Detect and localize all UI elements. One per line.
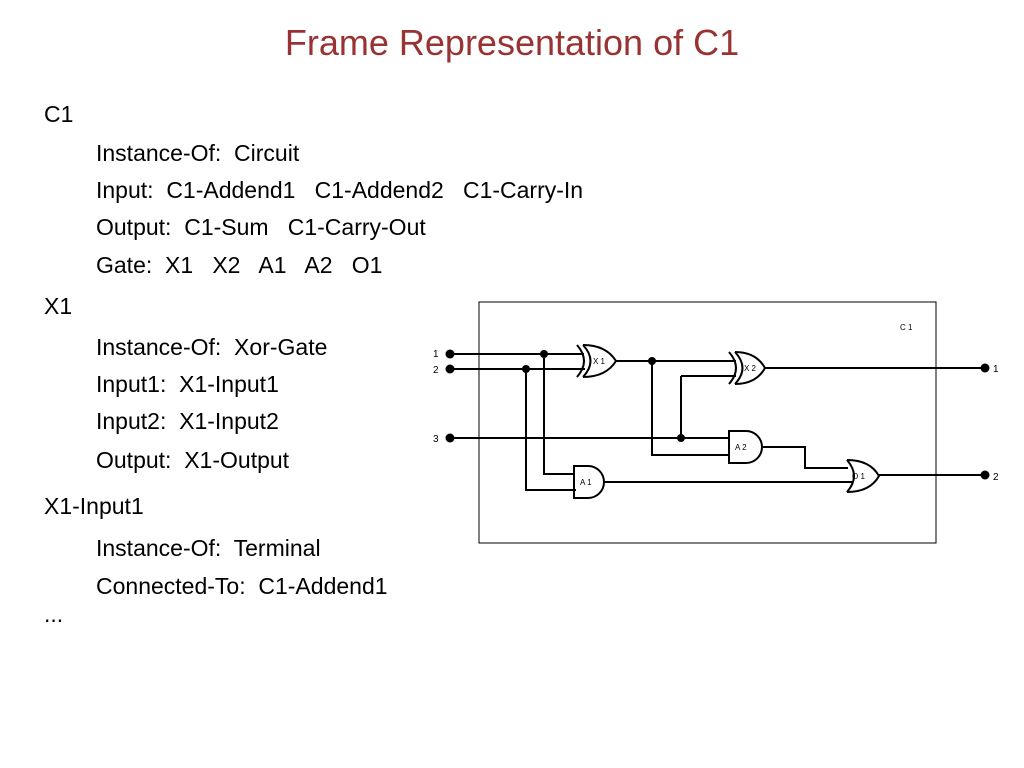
frame-x1-slot-input2: Input2: X1-Input2 [96, 408, 279, 434]
output-terminal-2 [980, 470, 990, 480]
frame-x1-slot-instance-of: Instance-Of: Xor-Gate [96, 334, 328, 360]
frame-c1-slot-output: Output: C1-Sum C1-Carry-Out [96, 214, 426, 240]
frame-c1-slot-instance-of: Instance-Of: Circuit [96, 140, 300, 166]
input-label-2: 2 [433, 365, 439, 376]
input-terminal-2 [445, 364, 455, 374]
frame-x1-slot-input1: Input1: X1-Input1 [96, 371, 279, 397]
input-terminal-1 [445, 349, 455, 359]
wires [450, 353, 985, 491]
frame-x1-input1-slot-connected-to: Connected-To: C1-Addend1 [96, 573, 388, 599]
junction-dots [522, 350, 685, 442]
input-label-3: 3 [433, 434, 439, 445]
frame-c1-slot-input: Input: C1-Addend1 C1-Addend2 C1-Carry-In [96, 177, 584, 203]
input-label-1: 1 [433, 349, 439, 360]
gate-x2-label: X 2 [744, 364, 757, 373]
gate-a2-label: A 2 [735, 443, 747, 452]
gate-o1: O 1 [846, 459, 881, 493]
gate-x2: X 2 [728, 351, 767, 385]
frame-c1-slot-gate: Gate: X1 X2 A1 A2 O1 [96, 252, 383, 278]
gate-a2: A 2 [728, 430, 763, 464]
gate-a1: A 1 [573, 465, 605, 499]
frame-x1-slot-output: Output: X1-Output [96, 447, 290, 473]
frame-x1-name: X1 [44, 293, 73, 319]
input-terminal-3 [445, 433, 455, 443]
gate-o1-label: O 1 [852, 472, 865, 481]
slide-title: Frame Representation of C1 [284, 22, 740, 63]
output-terminal-1 [980, 363, 990, 373]
gate-x1: X 1 [576, 344, 618, 378]
output-label-1: 1 [993, 364, 999, 375]
frame-x1-input1-slot-instance-of: Instance-Of: Terminal [96, 535, 321, 561]
output-label-2: 2 [993, 472, 999, 483]
circuit-label: C 1 [900, 323, 913, 332]
circuit-frame [478, 301, 937, 544]
ellipsis: ... [44, 601, 64, 627]
gate-x1-label: X 1 [593, 357, 606, 366]
frame-c1-name: C1 [44, 101, 74, 127]
frame-x1-input1-name: X1-Input1 [44, 493, 144, 519]
gate-a1-label: A 1 [580, 478, 592, 487]
